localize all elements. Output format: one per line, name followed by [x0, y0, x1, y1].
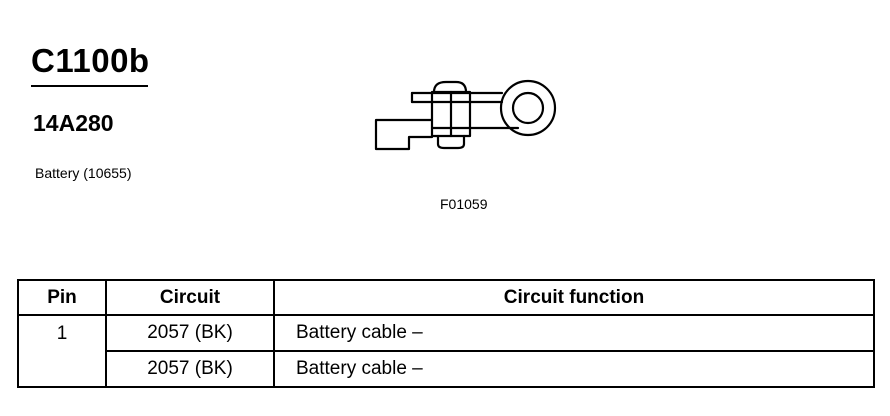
connector-id: C1100b: [31, 42, 150, 79]
pin-table: Pin Circuit Circuit function 1 2057 (BK)…: [17, 279, 875, 388]
circuit-function-cell: Battery cable –: [273, 314, 875, 352]
connector-drawing-svg: [374, 79, 557, 151]
ring-terminal-inner: [511, 91, 545, 125]
battery-terminal-connector-drawing: [370, 68, 570, 163]
nut-bottom: [436, 134, 466, 150]
table-row: 1 2057 (BK) Battery cable –: [17, 314, 875, 388]
lug-body: [374, 118, 434, 151]
pin-cell: 1: [17, 314, 107, 388]
header-circuit-function: Circuit function: [273, 279, 875, 316]
circuit-cell: 2057 (BK): [105, 350, 275, 388]
part-number: 14A280: [33, 110, 114, 136]
title-underline: [31, 85, 148, 87]
ring-terminal-outer: [499, 79, 557, 137]
circuit-cell: 2057 (BK): [105, 314, 275, 352]
figure-code: F01059: [440, 196, 488, 212]
circuit-function-cell: Battery cable –: [273, 350, 875, 388]
header-circuit: Circuit: [105, 279, 275, 316]
table-row: 2057 (BK) Battery cable –: [18, 350, 875, 388]
table-header-row: Pin Circuit Circuit function: [17, 279, 875, 316]
nut-top: [432, 80, 468, 94]
header-pin: Pin: [17, 279, 107, 316]
component-name: Battery (10655): [35, 165, 132, 181]
